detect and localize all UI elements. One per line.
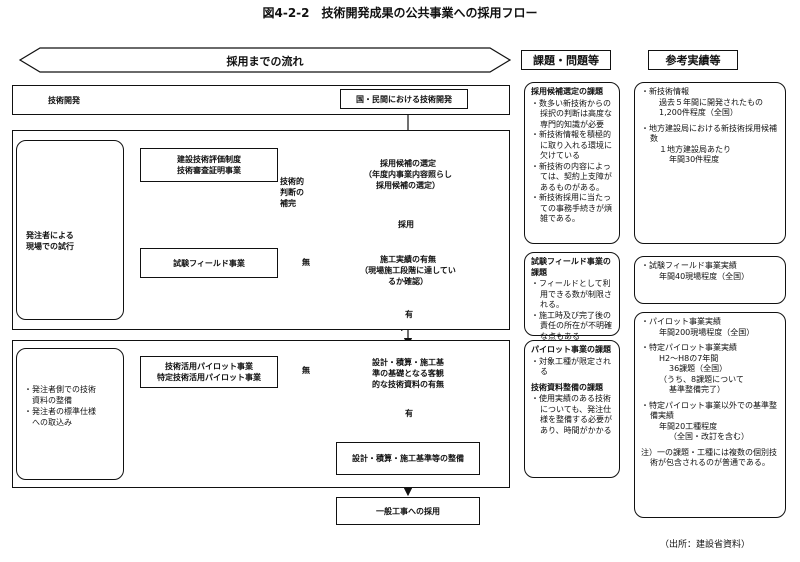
none2-label: 無 <box>302 366 310 375</box>
ref-line: ・特定パイロット事業実績 <box>641 343 737 352</box>
eval-system-box: 建設技術評価制度 技術審査証明事業 <box>140 148 278 182</box>
ref-line: １地方建設局あたり <box>659 144 731 154</box>
issue-item: ・数多い新技術からの採択の判断は高度な専門的知識が必要 <box>531 98 612 129</box>
ref-line: （うち、8課題について <box>659 374 744 384</box>
issues-pilot-box: パイロット事業の課題 ・対象工種が限定される 技術資料整備の課題 ・使用実績のあ… <box>524 340 620 478</box>
standards-dev-box: 設計・積算・施工基準等の整備 <box>336 442 480 475</box>
ref-line: 年間20工種程度 <box>659 421 718 431</box>
issue-heading: 技術資料整備の課題 <box>531 382 603 392</box>
ref-line: 年間40現場程度（全国） <box>659 271 750 281</box>
pilot-region-label: ・発注者側での技術 資料の整備 ・発注者の標準仕様 への取込み <box>24 385 96 427</box>
pilot-project-box: 技術活用パイロット事業 特定技術活用パイロット事業 <box>140 356 278 388</box>
issue-item: ・新技術の内容によっては、契約上支障があるものがある。 <box>531 161 612 192</box>
judgment-label: 技術的 判断の 補完 <box>280 177 304 208</box>
ref-line: ・新技術情報 <box>641 87 689 96</box>
issue-heading: 試験フィールド事業の課題 <box>531 257 611 277</box>
issue-heading: 採用候補選定の課題 <box>531 87 603 96</box>
ref-line: 基準整備完了） <box>669 385 725 394</box>
trial-region-label: 発注者による 現場での試行 <box>26 231 74 251</box>
yes2-label: 有 <box>405 409 413 418</box>
issue-item: ・対象工種が限定される <box>531 356 611 377</box>
select-candidate-diamond: 採用候補の選定 （年度内事業内容照らし 採用候補の選定） <box>364 158 452 190</box>
national-private-box: 国・民間における技術開発 <box>340 89 468 109</box>
general-adopt-box: 一般工事への採用 <box>336 497 480 525</box>
field-check-diamond: 施工実績の有無 （現場施工段階に達してい るか確認） <box>360 254 456 286</box>
flow-header: 採用までの流れ <box>226 55 304 68</box>
pilot-region-box <box>16 348 124 480</box>
issue-item: ・施工時及び完了後の責任の所在が不明確な点もある <box>531 310 612 341</box>
ref-line: 年間200現場程度（全国） <box>659 327 755 337</box>
issues-field-box: 試験フィールド事業の課題 ・フィールドとして利用できる数が制限される。 ・施工時… <box>524 252 620 341</box>
ref-line: （全国・改訂を含む） <box>669 432 749 441</box>
issue-item: ・新技術情報を積極的に取り入れる環境に欠けている <box>531 130 612 160</box>
ref-line: 1,200件程度（全国） <box>659 108 738 117</box>
issues-header: 課題・問題等 <box>521 50 611 70</box>
ref-line: 36課題（全国） <box>669 364 728 373</box>
trial-region-box <box>16 140 124 320</box>
ref-line: ・地方建設局における新技術採用候補数 <box>641 123 777 144</box>
issue-item: ・新技術採用に当たっての事務手続きが煩雑である。 <box>531 193 612 223</box>
ref-line: H2～H8の7年間 <box>659 353 719 363</box>
adopt-label: 採用 <box>398 220 414 229</box>
ref-note: 注）一の課題・工種には複数の個別技術が包含されるのが普通である。 <box>641 447 777 468</box>
refs-pilot-box: ・パイロット事業実績 年間200現場程度（全国） ・特定パイロット事業実績 H2… <box>634 312 786 518</box>
ref-line: 年間30件程度 <box>669 155 720 164</box>
issue-item: ・使用実績のある技術についても、発注仕様を整備する必要があり、時間がかかる <box>531 394 612 435</box>
ref-line: ・特定パイロット事業以外での基準整備実績 <box>641 400 777 421</box>
yes1-label: 有 <box>405 310 413 319</box>
ref-line: 過去５年間に開発されたもの <box>659 97 763 107</box>
standards-check-diamond: 設計・積算・施工基 準の基礎となる客観 的な技術資料の有無 <box>372 357 444 389</box>
tech-dev-label: 技術開発 <box>48 96 80 105</box>
refs-field-box: ・試験フィールド事業実績 年間40現場程度（全国） <box>634 256 786 304</box>
refs-header: 参考実績等 <box>648 50 738 70</box>
refs-selection-box: ・新技術情報 過去５年間に開発されたもの 1,200件程度（全国） ・地方建設局… <box>634 82 786 244</box>
trial-field-box: 試験フィールド事業 <box>140 248 278 278</box>
issue-heading: パイロット事業の課題 <box>531 345 611 354</box>
figure-title: 図4-2-2 技術開発成果の公共事業への採用フロー <box>262 6 538 20</box>
issues-selection-box: 採用候補選定の課題 ・数多い新技術からの採択の判断は高度な専門的知識が必要 ・新… <box>524 82 620 244</box>
source-note: （出所：建設省資料） <box>660 540 751 550</box>
issue-item: ・フィールドとして利用できる数が制限される。 <box>531 279 612 309</box>
flow-header-arrow <box>18 47 512 73</box>
none1-label: 無 <box>302 258 310 267</box>
ref-line: ・パイロット事業実績 <box>641 317 721 326</box>
ref-line: ・試験フィールド事業実績 <box>641 261 737 270</box>
